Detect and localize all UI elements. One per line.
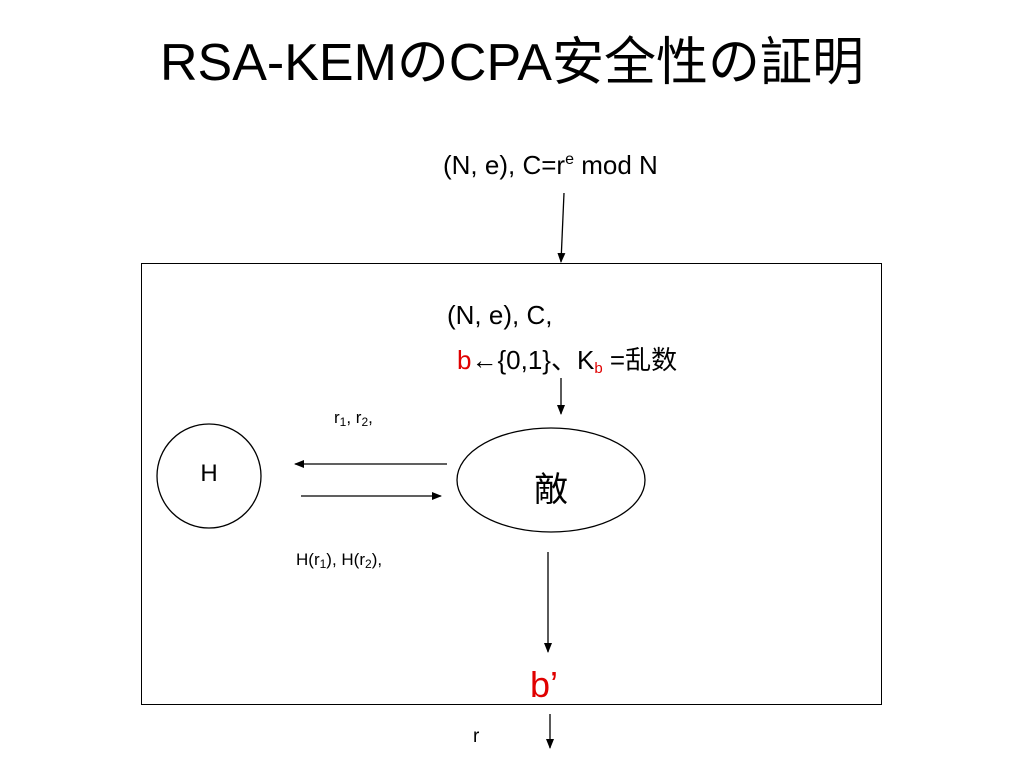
slide-title: RSA-KEMのCPA安全性の証明 <box>160 34 864 92</box>
reduction-box <box>141 263 882 705</box>
bottom-r-label: r <box>473 726 480 747</box>
adversary-label: 敵 <box>534 471 568 509</box>
challenge-line-1: (N, e), C, <box>447 300 553 330</box>
hash-answers-label: H(r1), H(r2), <box>296 550 383 571</box>
challenge-line-2: b←{0,1}、Kb =乱数 <box>457 345 678 377</box>
output-guess-label: b’ <box>530 664 559 705</box>
challenge-bit: b <box>457 345 472 375</box>
adversary-ellipse <box>456 427 646 533</box>
oracle-h-label: H <box>200 460 218 487</box>
input-label: (N, e), C=re mod N <box>443 150 658 180</box>
key-subscript: b <box>594 360 603 377</box>
query-values-label: r1, r2, <box>334 408 373 429</box>
oracle-h-circle <box>156 423 262 529</box>
input-arrow <box>557 192 566 263</box>
